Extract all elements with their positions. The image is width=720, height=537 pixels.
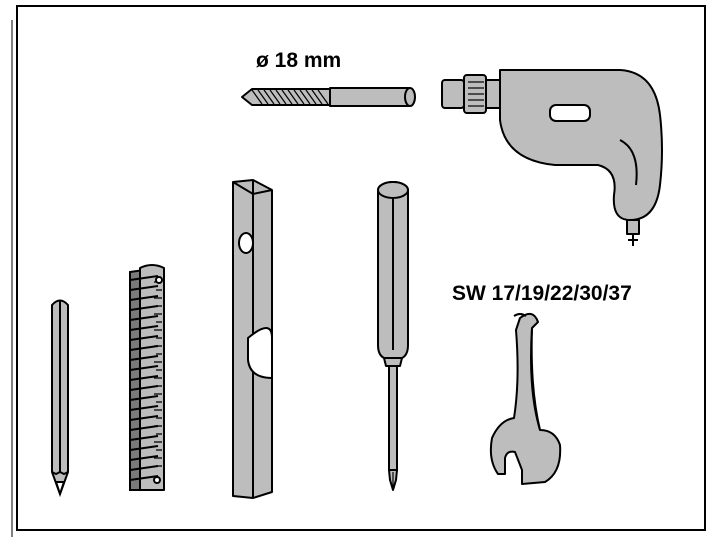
frame-border (16, 5, 706, 531)
power-drill (441, 69, 663, 246)
drill-bit (241, 87, 416, 107)
wrench-sizes-label: SW 17/19/22/30/37 (452, 282, 632, 305)
pencil (51, 299, 69, 498)
screwdriver (377, 181, 409, 491)
spirit-level (232, 179, 273, 499)
folding-ruler (129, 264, 165, 491)
drill-bit-size-label: ø 18 mm (256, 49, 341, 72)
open-end-wrench (489, 312, 562, 485)
